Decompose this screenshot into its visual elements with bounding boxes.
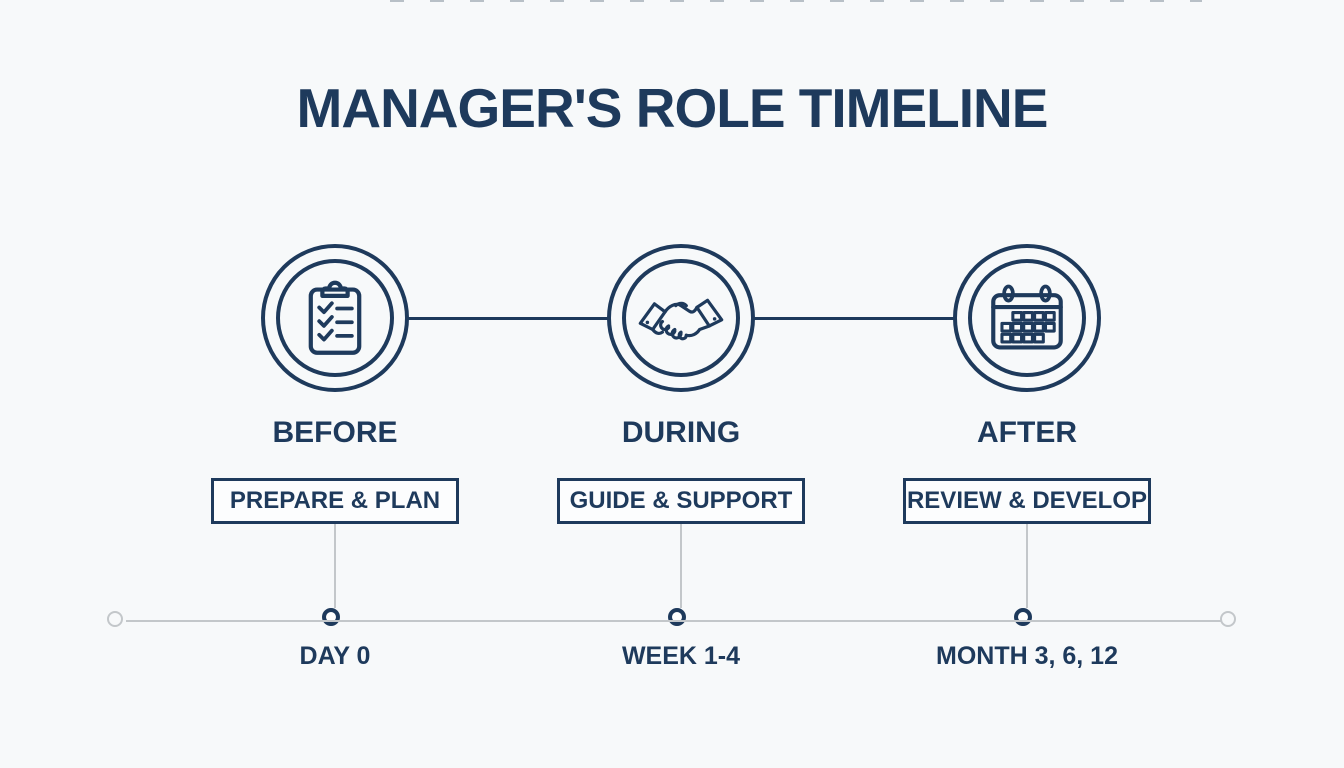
stage-label-during: DURING — [621, 416, 741, 449]
top-edge-crop-artifact — [390, 0, 1202, 2]
timeline-endpoint-left — [107, 611, 123, 627]
clipboard-checklist-icon — [308, 280, 362, 355]
stage-during: DURING GUIDE & SUPPORT WEEK 1-4 — [508, 244, 854, 676]
drop-line-during — [680, 524, 682, 608]
icon-circle-during — [607, 244, 755, 392]
connector-before-during — [408, 317, 608, 320]
stage-after: AFTER REVIEW & DEVELOP MONTH 3, 6, 12 — [854, 244, 1200, 676]
timeline-node-after — [1014, 608, 1032, 626]
timeline-node-before — [322, 608, 340, 626]
stage-box-after: REVIEW & DEVELOP — [903, 478, 1151, 524]
connector-during-after — [754, 317, 954, 320]
timeline-node-during — [668, 608, 686, 626]
page-title: MANAGER'S ROLE TIMELINE — [296, 77, 1049, 139]
icon-circle-after — [953, 244, 1101, 392]
timeline-endpoint-right — [1220, 611, 1236, 627]
drop-line-before — [334, 524, 336, 608]
stage-box-before: PREPARE & PLAN — [211, 478, 459, 524]
calendar-icon — [991, 284, 1063, 350]
stage-before: BEFORE PREPARE & PLAN DAY 0 — [162, 244, 508, 676]
stage-label-after: AFTER — [977, 416, 1077, 449]
stage-label-before: BEFORE — [272, 416, 398, 449]
time-label-after: MONTH 3, 6, 12 — [936, 642, 1118, 670]
handshake-icon — [638, 298, 724, 341]
icon-circle-before — [261, 244, 409, 392]
stage-box-during: GUIDE & SUPPORT — [557, 478, 805, 524]
drop-line-after — [1026, 524, 1028, 608]
timeline-axis — [126, 620, 1222, 622]
time-label-during: WEEK 1-4 — [621, 642, 741, 670]
time-label-before: DAY 0 — [299, 642, 371, 670]
